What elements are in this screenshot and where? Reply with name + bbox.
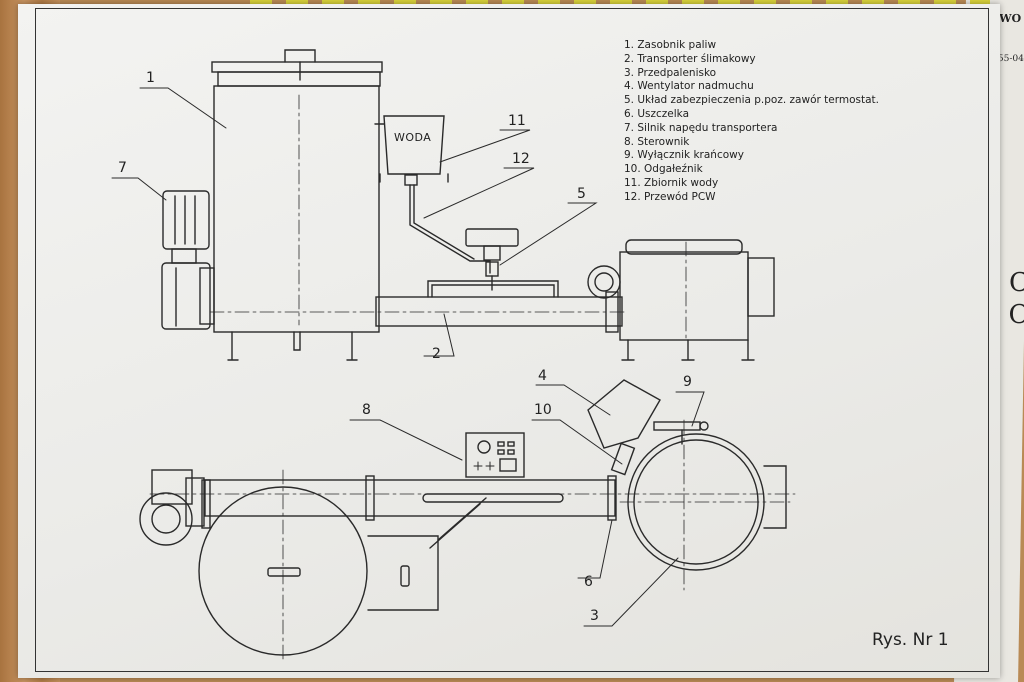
- figure-label: Rys. Nr 1: [872, 630, 949, 650]
- legend-item: 6. Uszczelka: [624, 107, 690, 120]
- legend-item: 8. Sterownik: [624, 135, 690, 148]
- callout-9: 9: [683, 374, 692, 390]
- fuel-hopper-top: [198, 469, 487, 661]
- blower-fan: [587, 379, 661, 476]
- legend-item: 5. Układ zabezpieczenia p.poz. zawór ter…: [624, 94, 879, 107]
- callout-8: 8: [362, 402, 371, 418]
- water-tank: [374, 115, 491, 274]
- parts-legend: 1. Zasobnik paliw 2. Transporter ślimako…: [624, 39, 879, 205]
- legend-item: 9. Wyłącznik krańcowy: [624, 149, 744, 162]
- legend-item: 7. Silnik napędu transportera: [624, 121, 778, 134]
- drawing-frame: [35, 8, 989, 672]
- callout-10: 10: [534, 402, 552, 418]
- callout-7: 7: [118, 160, 127, 176]
- callout-6: 6: [584, 574, 593, 590]
- fuel-hopper: [211, 49, 383, 361]
- motor-top: [139, 469, 205, 546]
- pre-furnace-side: [587, 239, 775, 361]
- transport-motor: [161, 190, 215, 330]
- drawing-sheet: [18, 4, 1000, 678]
- controller: [465, 432, 525, 478]
- screw-conveyor-top: [149, 475, 796, 529]
- callout-2: 2: [432, 346, 441, 362]
- legend-item: 3. Przedpalenisko: [624, 66, 717, 79]
- legend-item: 2. Transporter ślimakowy: [624, 52, 756, 65]
- callout-4: 4: [538, 368, 547, 384]
- pre-furnace-top: [619, 419, 791, 591]
- legend-item: 4. Wentylator nadmuchu: [624, 80, 754, 93]
- water-tank-label: WODA: [394, 131, 432, 144]
- callout-5: 5: [577, 186, 586, 202]
- legend-item: 1. Zasobnik paliw: [624, 39, 717, 51]
- thermostatic-valve: [465, 228, 519, 291]
- screw-conveyor-side: [209, 280, 626, 333]
- leader-lines: [111, 87, 705, 627]
- callout-12: 12: [512, 151, 530, 167]
- legend-item: 11. Zbiornik wody: [624, 176, 719, 189]
- callout-1: 1: [146, 70, 155, 86]
- callout-11: 11: [508, 113, 526, 129]
- limit-switch: [653, 421, 709, 445]
- legend-item: 10. Odgałeźnik: [624, 163, 703, 176]
- callout-3: 3: [590, 608, 599, 624]
- legend-item: 12. Przewód PCW: [624, 190, 716, 203]
